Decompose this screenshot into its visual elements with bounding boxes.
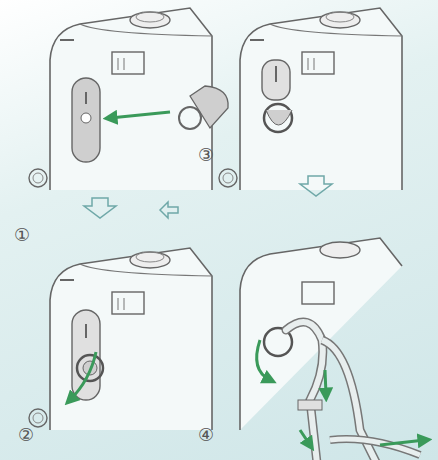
callout-number: ② bbox=[18, 426, 34, 444]
step-arrow bbox=[300, 176, 332, 196]
camera-panel-2 bbox=[29, 248, 212, 430]
callout-number: ① bbox=[14, 226, 30, 244]
step-arrow bbox=[160, 202, 178, 218]
camera-panel-4 bbox=[240, 238, 425, 460]
camera-panel-3 bbox=[219, 8, 402, 190]
callout-number: ③ bbox=[198, 146, 214, 164]
camera-panel-1 bbox=[29, 8, 228, 190]
step-arrow bbox=[84, 198, 116, 218]
callout-number: ④ bbox=[198, 426, 214, 444]
